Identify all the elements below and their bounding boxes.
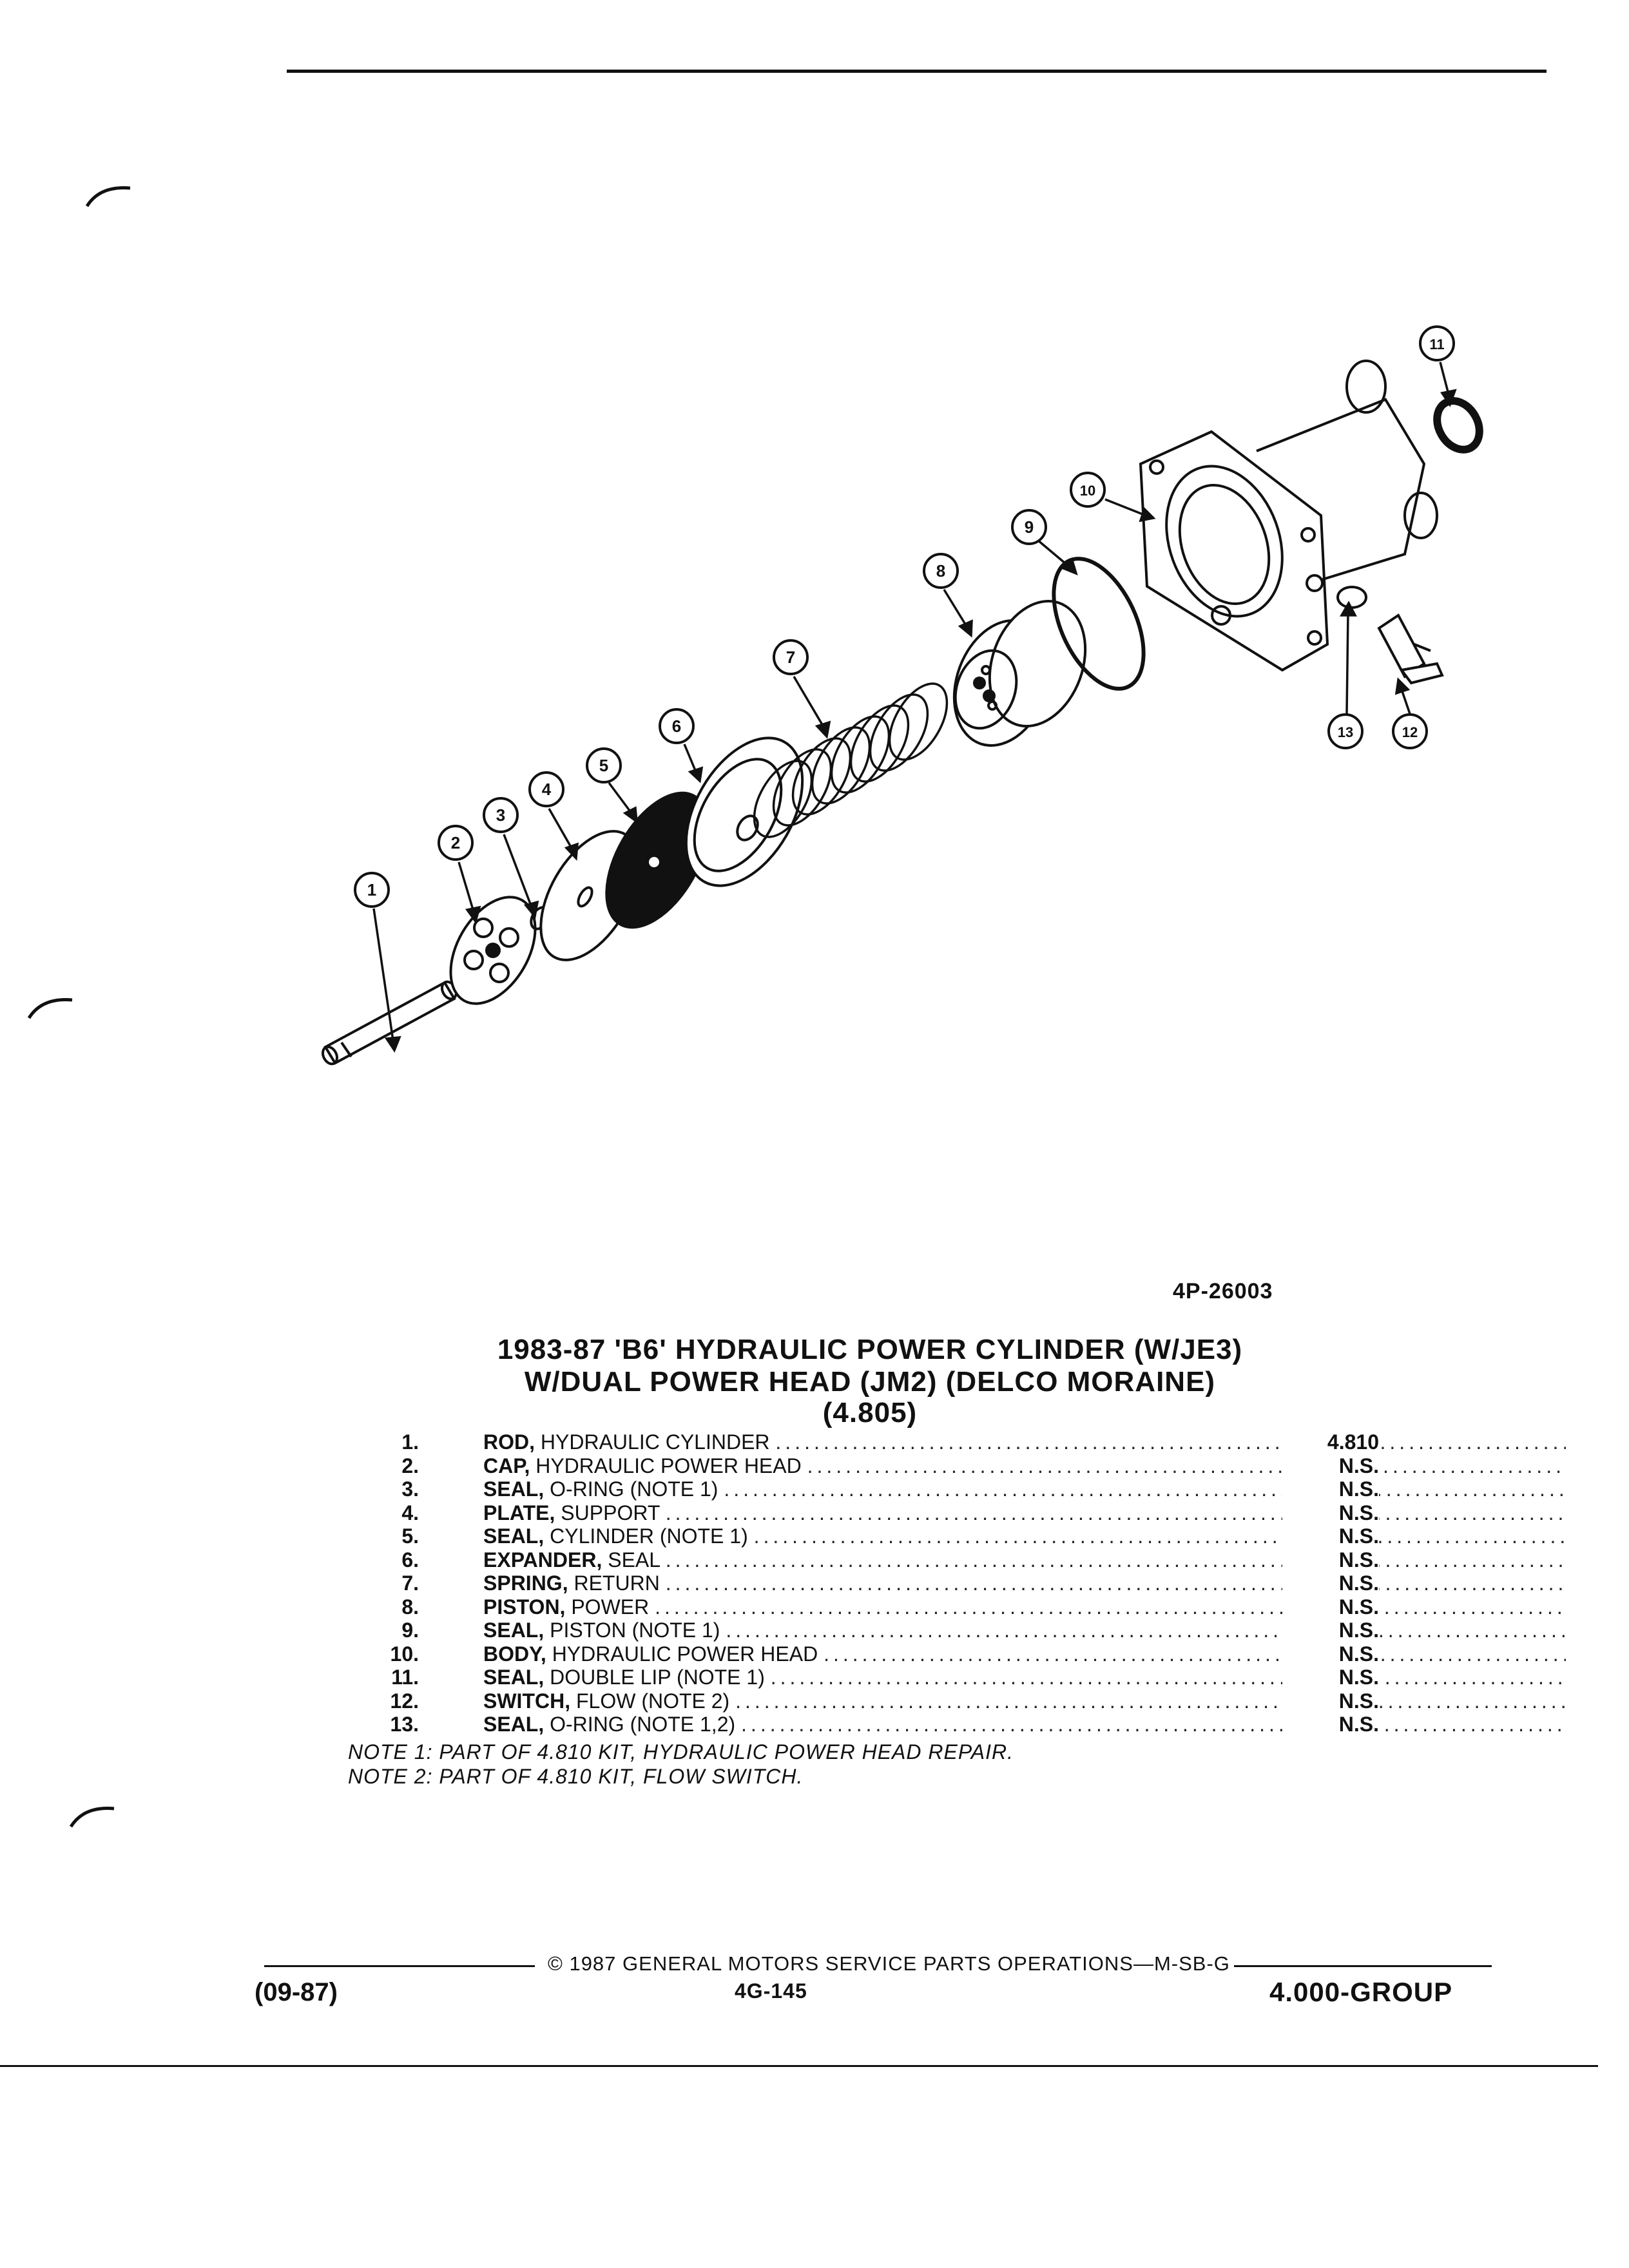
part-cylinder-seal: [605, 791, 709, 929]
binder-mark-bottom: [69, 1807, 115, 1828]
part-description: SEAL, CYLINDER (NOTE 1) ................…: [483, 1524, 1566, 1548]
callout-9: 9: [1025, 517, 1034, 537]
binder-mark-middle: [27, 998, 73, 1019]
part-number: 6.: [401, 1548, 419, 1571]
parts-row: 8. PISTON, POWER ........................…: [322, 1595, 1566, 1619]
parts-list: 1. ROD, HYDRAULIC CYLINDER ..............…: [322, 1430, 1566, 1736]
part-description: PISTON, POWER ..........................…: [483, 1595, 1566, 1619]
part-piston-seal: [1052, 557, 1146, 691]
title-line-2: W/DUAL POWER HEAD (JM2) (DELCO MORAINE): [524, 1366, 1216, 1398]
notes: NOTE 1: PART OF 4.810 KIT, HYDRAULIC POW…: [348, 1740, 1014, 1789]
part-description: CAP, HYDRAULIC POWER HEAD ..............…: [483, 1454, 1566, 1477]
part-description: SEAL, DOUBLE LIP (NOTE 1) ..............…: [483, 1666, 1566, 1689]
callout-7: 7: [786, 648, 795, 667]
part-reference: N.S.: [1282, 1501, 1379, 1524]
part-reference: N.S.: [1282, 1454, 1379, 1477]
parts-row: 12. SWITCH, FLOW (NOTE 2) ...............…: [322, 1689, 1566, 1713]
part-reference: N.S.: [1282, 1524, 1379, 1548]
callout-4: 4: [542, 780, 552, 799]
callout-12: 12: [1402, 724, 1418, 740]
parts-row: 9. SEAL, PISTON (NOTE 1) ................…: [322, 1619, 1566, 1642]
callout-5: 5: [599, 756, 608, 775]
part-reference: N.S.: [1282, 1713, 1379, 1736]
parts-row: 1. ROD, HYDRAULIC CYLINDER ..............…: [322, 1430, 1566, 1454]
part-description: EXPANDER, SEAL .........................…: [483, 1548, 1566, 1571]
callout-13: 13: [1338, 724, 1353, 740]
parts-row: 10. BODY, HYDRAULIC POWER HEAD ..........…: [322, 1642, 1566, 1666]
part-number: 12.: [390, 1689, 419, 1713]
parts-row: 3. SEAL, O-RING (NOTE 1) ................…: [322, 1477, 1566, 1501]
parts-row: 6. EXPANDER, SEAL .......................…: [322, 1548, 1566, 1571]
part-description: ROD, HYDRAULIC CYLINDER ................…: [483, 1430, 1566, 1454]
callout-1: 1: [367, 880, 376, 899]
exploded-view-diagram: 1 2 3 4 5 6 7 8 9 10 11 12 13: [321, 325, 1483, 1066]
part-description: PLATE, SUPPORT .........................…: [483, 1501, 1566, 1524]
parts-row: 7. SPRING, RETURN .......................…: [322, 1571, 1566, 1595]
part-reference: N.S.: [1282, 1619, 1379, 1642]
parts-row: 11. SEAL, DOUBLE LIP (NOTE 1) ...........…: [322, 1666, 1566, 1689]
part-reference: N.S.: [1282, 1642, 1379, 1666]
title-line-3: (4.805): [822, 1397, 918, 1428]
part-reference: 4.810: [1282, 1430, 1379, 1454]
bottom-rule: [0, 2065, 1598, 2067]
part-number: 5.: [401, 1524, 419, 1548]
parts-row: 4. PLATE, SUPPORT .......................…: [322, 1501, 1566, 1524]
footer-rule-right: [1234, 1965, 1492, 1967]
part-return-spring: [753, 682, 949, 838]
part-reference: N.S.: [1282, 1595, 1379, 1619]
note-1: NOTE 1: PART OF 4.810 KIT, HYDRAULIC POW…: [348, 1740, 1014, 1763]
part-description: SPRING, RETURN .........................…: [483, 1571, 1566, 1595]
header-rule: [287, 70, 1547, 73]
callout-3: 3: [496, 805, 505, 825]
part-number: 11.: [391, 1666, 419, 1689]
callout-2: 2: [451, 833, 460, 852]
part-description: SEAL, PISTON (NOTE 1) ..................…: [483, 1619, 1566, 1642]
part-description: BODY, HYDRAULIC POWER HEAD .............…: [483, 1642, 1566, 1666]
part-number: 1.: [401, 1430, 419, 1454]
binder-mark-top: [85, 186, 131, 207]
part-description: SEAL, O-RING (NOTE 1,2) ................…: [483, 1713, 1566, 1736]
part-number: 13.: [390, 1713, 419, 1736]
callout-8: 8: [936, 561, 945, 581]
part-number: 3.: [401, 1477, 419, 1501]
part-reference: N.S.: [1282, 1689, 1379, 1713]
parts-row: 13. SEAL, O-RING (NOTE 1,2) .............…: [322, 1713, 1566, 1736]
figure-number: 4P-26003: [1173, 1279, 1273, 1303]
part-number: 9.: [401, 1619, 419, 1642]
footer-page-number: 4G-145: [735, 1979, 807, 2003]
callout-11: 11: [1429, 336, 1444, 352]
part-description: SWITCH, FLOW (NOTE 2) ..................…: [483, 1689, 1566, 1713]
part-power-head-body: [1139, 360, 1438, 672]
part-o-ring-small: [1336, 586, 1367, 609]
part-reference: N.S.: [1282, 1571, 1379, 1595]
title-line-1: 1983-87 'B6' HYDRAULIC POWER CYLINDER (W…: [497, 1334, 1243, 1365]
part-reference: N.S.: [1282, 1477, 1379, 1501]
footer-rule-left: [264, 1965, 535, 1967]
part-number: 4.: [401, 1501, 419, 1524]
part-reference: N.S.: [1282, 1548, 1379, 1571]
parts-row: 2. CAP, HYDRAULIC POWER HEAD ............…: [322, 1454, 1566, 1477]
note-2: NOTE 2: PART OF 4.810 KIT, FLOW SWITCH.: [348, 1765, 804, 1788]
part-description: SEAL, O-RING (NOTE 1) ..................…: [483, 1477, 1566, 1501]
callout-10: 10: [1080, 483, 1095, 499]
part-number: 10.: [390, 1642, 419, 1666]
part-flow-switch: [1377, 613, 1444, 685]
footer-date: (09-87): [255, 1978, 338, 2006]
parts-row: 5. SEAL, CYLINDER (NOTE 1) ..............…: [322, 1524, 1566, 1548]
footer-copyright: © 1987 GENERAL MOTORS SERVICE PARTS OPER…: [548, 1952, 1230, 1975]
part-number: 7.: [401, 1571, 419, 1595]
part-double-lip-seal: [1433, 397, 1483, 454]
part-power-piston: [952, 600, 1087, 747]
part-reference: N.S.: [1282, 1666, 1379, 1689]
callout-6: 6: [672, 716, 681, 736]
footer-group: 4.000-GROUP: [1269, 1977, 1453, 2007]
part-cap: [449, 896, 537, 1005]
part-number: 2.: [401, 1454, 419, 1477]
part-number: 8.: [401, 1595, 419, 1619]
